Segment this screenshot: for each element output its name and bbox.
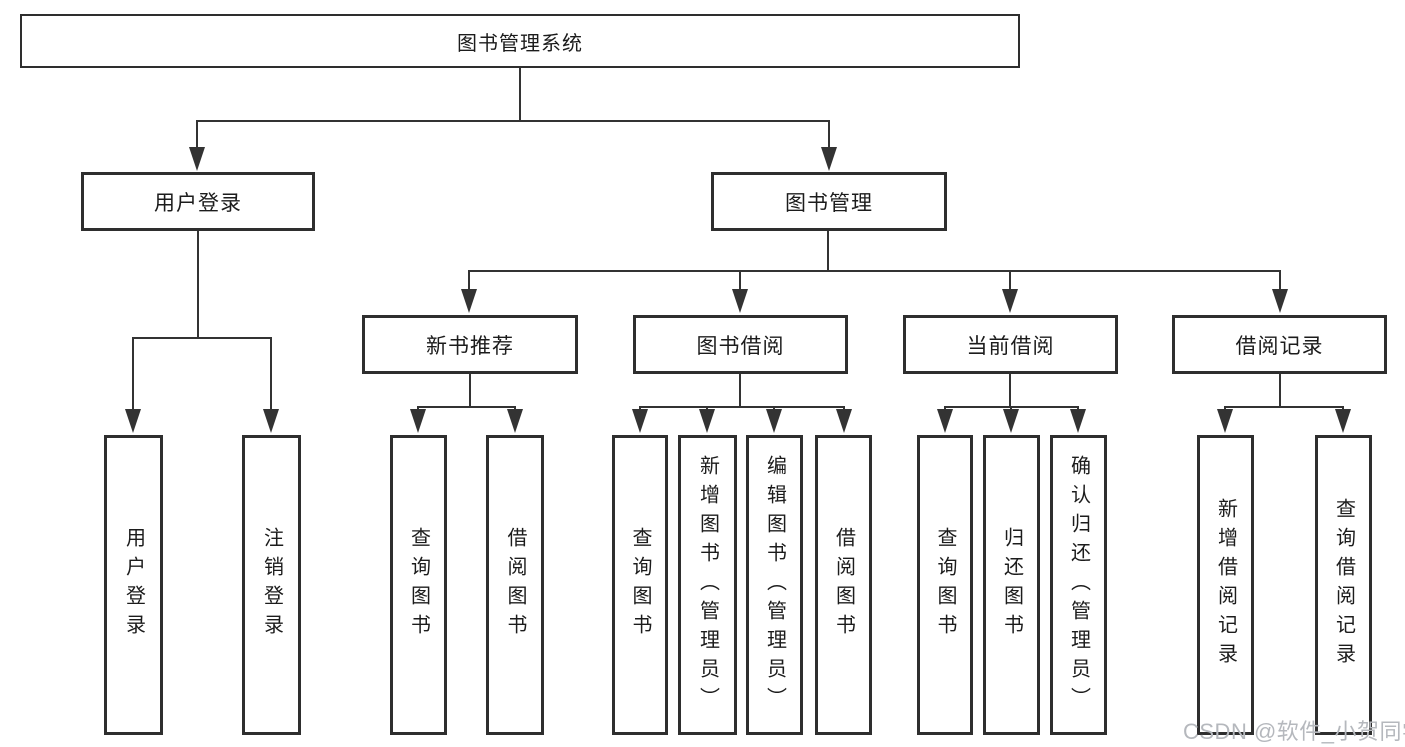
leaf-confirm-return-admin-label: 确认归还（管理员） — [1067, 454, 1090, 716]
connector-records-stem — [1279, 374, 1281, 406]
node-new-book-recommend: 新书推荐 — [362, 315, 578, 374]
leaf-edit-book-admin-label: 编辑图书（管理员） — [763, 454, 786, 716]
leaf-add-borrow-record: 新增借阅记录 — [1197, 435, 1254, 735]
arrowhead-recommend-borrow — [507, 409, 523, 433]
leaf-current-query-books: 查询图书 — [917, 435, 973, 735]
leaf-logout-label: 注销登录 — [260, 527, 283, 643]
arrowhead-borrow-query — [632, 409, 648, 433]
node-current-borrow-label: 当前借阅 — [966, 334, 1055, 358]
arrowhead-return-book — [1003, 409, 1019, 433]
leaf-add-borrow-record-label: 新增借阅记录 — [1214, 498, 1237, 672]
connector-bookmgmt-rail — [469, 270, 1280, 272]
arrowhead-user-login — [189, 147, 205, 171]
leaf-add-book-admin-label: 新增图书（管理员） — [696, 454, 719, 716]
leaf-borrow-query-books: 查询图书 — [612, 435, 668, 735]
arrowhead-leaf-logout — [263, 409, 279, 433]
connector-current-rail — [945, 406, 1079, 408]
connector-borrow-rail — [640, 406, 844, 408]
leaf-borrow-query-books-label: 查询图书 — [629, 527, 651, 643]
node-borrow-records: 借阅记录 — [1172, 315, 1387, 374]
node-current-borrow: 当前借阅 — [903, 315, 1118, 374]
arrowhead-recommend-query — [410, 409, 426, 433]
node-user-login: 用户登录 — [81, 172, 315, 231]
node-book-borrow: 图书借阅 — [633, 315, 848, 374]
leaf-logout: 注销登录 — [242, 435, 301, 735]
connector-root-rail — [197, 120, 830, 122]
leaf-add-book-admin: 新增图书（管理员） — [678, 435, 737, 735]
connector-root-drop-left — [196, 120, 198, 150]
leaf-confirm-return-admin: 确认归还（管理员） — [1050, 435, 1107, 735]
node-book-borrow-label: 图书借阅 — [696, 334, 785, 358]
csdn-watermark: CSDN @软件_小贺同学 — [1183, 719, 1405, 744]
arrowhead-current-borrow — [1002, 289, 1018, 313]
connector-userlogin-stem — [197, 231, 199, 337]
leaf-recommend-borrow-books-label: 借阅图书 — [504, 527, 526, 643]
arrowhead-confirm-return — [1070, 409, 1086, 433]
connector-bookmgmt-drop-2 — [739, 270, 741, 290]
connector-userlogin-drop-1 — [132, 337, 134, 411]
leaf-recommend-borrow-books: 借阅图书 — [486, 435, 544, 735]
node-root: 图书管理系统 — [20, 14, 1020, 68]
node-borrow-records-label: 借阅记录 — [1235, 334, 1324, 358]
node-book-management-label: 图书管理 — [785, 191, 873, 215]
leaf-query-borrow-record-label: 查询借阅记录 — [1332, 498, 1355, 672]
leaf-edit-book-admin: 编辑图书（管理员） — [746, 435, 803, 735]
leaf-recommend-query-books-label: 查询图书 — [407, 527, 430, 643]
connector-bookmgmt-drop-4 — [1279, 270, 1281, 290]
arrowhead-book-management — [821, 147, 837, 171]
leaf-user-login-label: 用户登录 — [122, 527, 145, 643]
arrowhead-current-query — [937, 409, 953, 433]
connector-recommend-stem — [469, 374, 471, 406]
node-book-management: 图书管理 — [711, 172, 947, 231]
node-user-login-label: 用户登录 — [154, 191, 242, 215]
leaf-query-borrow-record: 查询借阅记录 — [1315, 435, 1372, 735]
leaf-borrow-book: 借阅图书 — [815, 435, 872, 735]
arrowhead-add-book — [699, 409, 715, 433]
leaf-current-query-books-label: 查询图书 — [934, 527, 956, 643]
arrowhead-borrow-records — [1272, 289, 1288, 313]
node-new-book-recommend-label: 新书推荐 — [426, 334, 514, 358]
leaf-recommend-query-books: 查询图书 — [390, 435, 447, 735]
connector-bookmgmt-drop-1 — [468, 270, 470, 290]
arrowhead-leaf-user-login — [125, 409, 141, 433]
arrowhead-new-book-recommend — [461, 289, 477, 313]
leaf-user-login: 用户登录 — [104, 435, 163, 735]
connector-userlogin-rail — [133, 337, 272, 339]
connector-recommend-rail — [418, 406, 515, 408]
connector-root-drop-right — [828, 120, 830, 150]
connector-borrow-stem — [739, 374, 741, 406]
connector-root-stem — [519, 68, 521, 120]
arrowhead-edit-book — [766, 409, 782, 433]
leaf-return-book-label: 归还图书 — [1000, 527, 1023, 643]
arrowhead-borrow-book — [836, 409, 852, 433]
leaf-borrow-book-label: 借阅图书 — [832, 527, 855, 643]
connector-bookmgmt-stem — [827, 231, 829, 270]
connector-bookmgmt-drop-3 — [1009, 270, 1011, 290]
connector-records-rail — [1225, 406, 1343, 408]
connector-current-stem — [1009, 374, 1011, 406]
arrowhead-query-record — [1335, 409, 1351, 433]
leaf-return-book: 归还图书 — [983, 435, 1040, 735]
arrowhead-add-record — [1217, 409, 1233, 433]
node-root-label: 图书管理系统 — [457, 32, 583, 55]
connector-userlogin-drop-2 — [270, 337, 272, 411]
arrowhead-book-borrow — [732, 289, 748, 313]
